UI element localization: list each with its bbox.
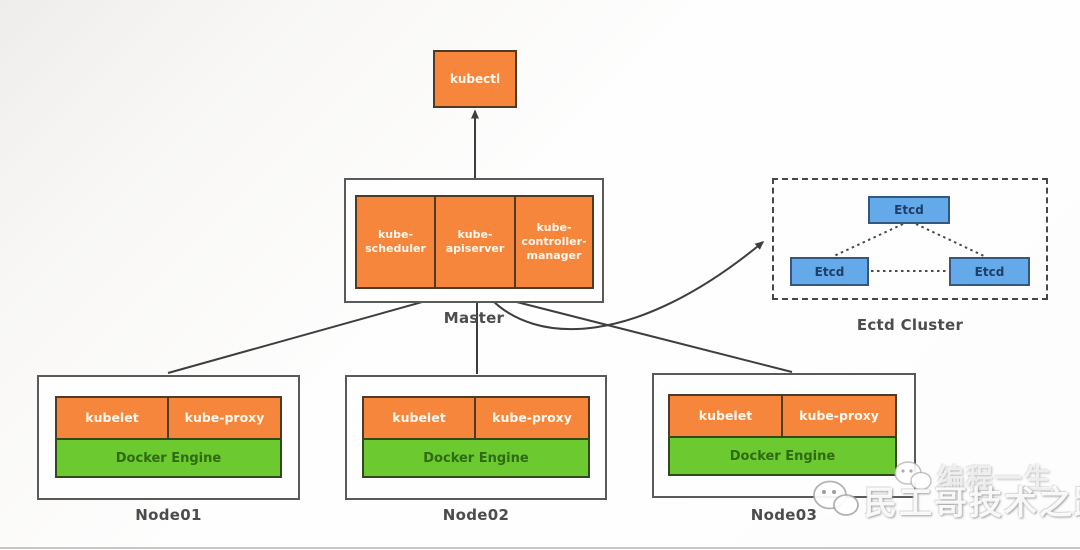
kube-apiserver-box: kube-apiserver: [434, 195, 516, 289]
arrow-node01-apiserver: [167, 290, 460, 374]
watermark-line1: 编程一生: [893, 457, 1053, 496]
node02-label: Node02: [442, 506, 510, 524]
node02-kubelet-box: kubelet: [362, 396, 476, 440]
node03-docker-engine-box: Docker Engine: [668, 436, 897, 476]
master-label: Master: [443, 309, 505, 327]
etcd-cluster-frame: [772, 178, 1048, 300]
kube-controller-manager-label: kube-controller-manager: [521, 221, 587, 262]
kube-proxy-label: kube-proxy: [492, 410, 572, 426]
node02-kube-proxy-box: kube-proxy: [474, 396, 590, 440]
node01-kubelet-box: kubelet: [55, 396, 169, 440]
node03-kube-proxy-box: kube-proxy: [781, 394, 897, 438]
etcd-left-box: Etcd: [790, 257, 869, 286]
node03-label: Node03: [750, 506, 818, 524]
kubelet-label: kubelet: [85, 410, 139, 426]
docker-engine-label: Docker Engine: [729, 448, 836, 464]
etcd-top-label: Etcd: [894, 203, 924, 217]
kube-proxy-label: kube-proxy: [184, 410, 265, 426]
kube-controller-manager-box: kube-controller-manager: [514, 195, 594, 289]
docker-engine-label: Docker Engine: [423, 450, 529, 466]
watermark-text-1: 编程一生: [937, 464, 1053, 495]
kube-scheduler-label: kube-scheduler: [365, 228, 426, 255]
node03-kubelet-box: kubelet: [668, 394, 783, 438]
etcd-right-label: Etcd: [974, 264, 1005, 279]
node01-label: Node01: [135, 506, 202, 524]
kubelet-label: kubelet: [392, 410, 446, 426]
kubectl-label: kubectl: [449, 71, 501, 86]
kubectl-box: kubectl: [433, 50, 517, 108]
etcd-left-label: Etcd: [814, 264, 845, 279]
etcd-top-box: Etcd: [868, 196, 950, 224]
node01-docker-engine-box: Docker Engine: [55, 438, 282, 478]
kube-proxy-label: kube-proxy: [799, 408, 879, 424]
node02-docker-engine-box: Docker Engine: [362, 438, 590, 478]
node01-kube-proxy-box: kube-proxy: [167, 396, 282, 440]
kube-apiserver-label: kube-apiserver: [445, 228, 505, 255]
bottom-divider: [0, 547, 1080, 549]
etcd-cluster-label: Ectd Cluster: [856, 316, 964, 334]
kubelet-label: kubelet: [698, 408, 753, 424]
etcd-right-box: Etcd: [949, 257, 1030, 286]
kube-scheduler-box: kube-scheduler: [355, 195, 436, 289]
docker-engine-label: Docker Engine: [115, 450, 222, 466]
